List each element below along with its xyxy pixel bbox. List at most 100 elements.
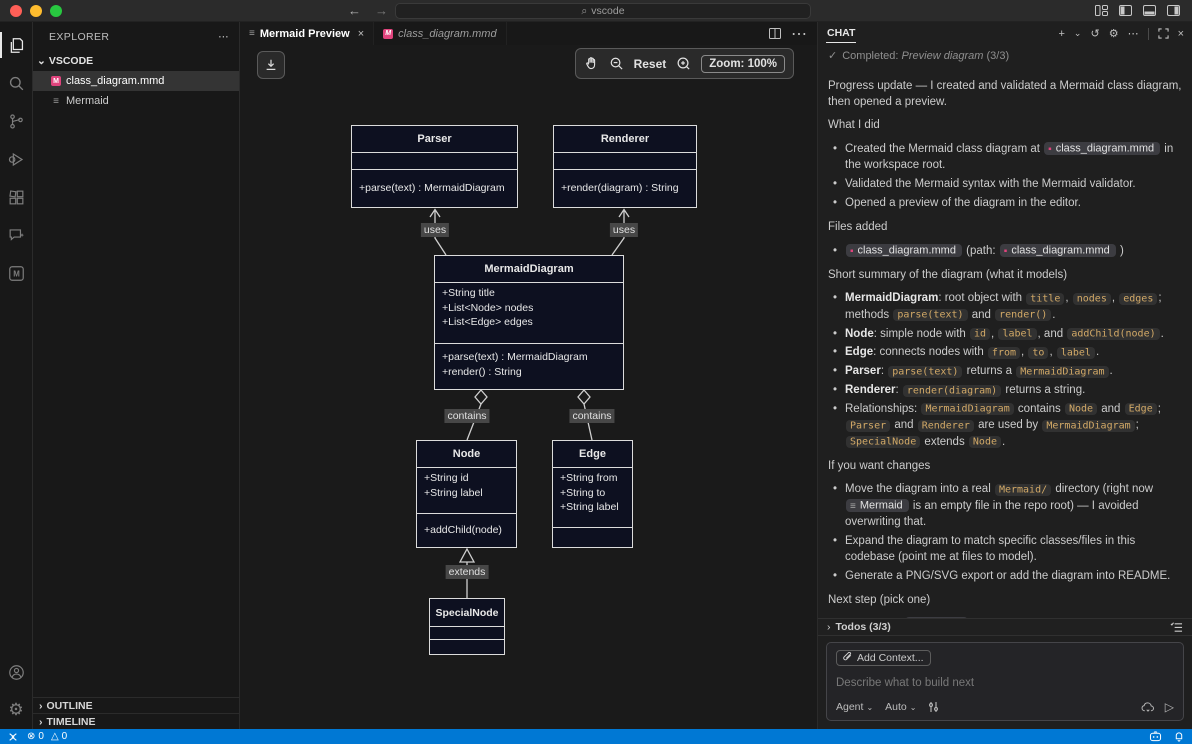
file-item-mermaid[interactable]: ≡ Mermaid [33, 91, 239, 111]
chevron-right-icon: › [827, 621, 831, 633]
search-text: vscode [591, 5, 624, 17]
close-panel-icon[interactable]: × [1178, 28, 1184, 40]
checklist-icon[interactable] [1170, 621, 1183, 633]
chevron-right-icon: › [39, 700, 43, 712]
class-box-node[interactable]: Node +String id +String label +addChild(… [416, 440, 517, 548]
chat-tab[interactable]: CHAT [826, 24, 856, 43]
chat-heading: Next step (pick one) [828, 592, 1182, 608]
file-item-class-diagram[interactable]: class_diagram.mmd [33, 71, 239, 91]
model-dropdown[interactable]: Auto ⌄ [885, 701, 916, 713]
title-bar: ← → ⌕ vscode ⌄ [0, 0, 1192, 22]
close-window-button[interactable] [10, 5, 22, 17]
extensions-icon[interactable] [0, 178, 33, 216]
list-item: Parser: parse(text) returns a MermaidDia… [828, 363, 1182, 379]
chevron-down-icon: ⌄ [910, 703, 917, 712]
chat-history-icon[interactable]: ↺ [1090, 27, 1099, 40]
class-box-parser[interactable]: Parser +parse(text) : MermaidDiagram [351, 125, 518, 208]
explorer-more-icon[interactable]: ⋯ [218, 31, 229, 43]
chat-message-list[interactable]: ✓ Completed: Preview diagram (3/3) Progr… [818, 45, 1192, 618]
chat-panel-header: CHAT + ⌄ ↺ ⚙ ⋯ × [818, 22, 1192, 45]
minimize-window-button[interactable] [30, 5, 42, 17]
class-box-specialnode[interactable]: SpecialNode [429, 598, 505, 655]
class-box-edge[interactable]: Edge +String from +String to +String lab… [552, 440, 633, 548]
chat-heading: Short summary of the diagram (what it mo… [828, 267, 1182, 283]
nav-forward-icon[interactable]: → [375, 3, 388, 18]
list-item: Node: simple node with id, label, and ad… [828, 326, 1182, 342]
settings-gear-icon[interactable]: ⚙ [0, 691, 33, 729]
add-context-button[interactable]: Add Context... [836, 650, 931, 666]
explorer-title: EXPLORER [49, 31, 109, 43]
search-sidebar-icon[interactable] [0, 64, 33, 102]
list-item: Generate a PNG/SVG export or add the dia… [828, 568, 1182, 584]
editor-group: ≡ Mermaid Preview × class_diagram.mmd ⋯ [240, 22, 818, 729]
class-box-renderer[interactable]: Renderer +render(diagram) : String [553, 125, 697, 208]
editor-more-icon[interactable]: ⋯ [791, 24, 807, 44]
explorer-icon[interactable] [0, 26, 33, 64]
close-tab-icon[interactable]: × [358, 28, 364, 40]
class-box-mermaiddiagram[interactable]: MermaidDiagram +String title +List<Node>… [434, 255, 624, 390]
list-item: Move the diagram into a real Mermaid/ di… [828, 481, 1182, 530]
file-icon: ≡ [51, 96, 61, 107]
workspace-section-vscode[interactable]: ⌄ VSCODE [33, 51, 239, 71]
chat-bullet-list: Move the diagram into a real Mermaid/ di… [828, 481, 1182, 584]
chat-sidebar-icon[interactable] [0, 216, 33, 254]
chat-heading: Files added [828, 219, 1182, 235]
chat-settings-gear-icon[interactable]: ⚙ [1109, 27, 1119, 40]
chat-bullet-list: MermaidDiagram: root object with title, … [828, 290, 1182, 449]
search-icon: ⌕ [581, 5, 587, 18]
list-item: MermaidDiagram: root object with title, … [828, 290, 1182, 323]
timeline-section[interactable]: › TIMELINE [33, 713, 239, 729]
toggle-secondary-sidebar-icon[interactable] [1167, 5, 1180, 16]
remote-indicator-icon[interactable] [8, 732, 18, 742]
send-icon[interactable]: ▷ [1165, 700, 1174, 714]
mermaid-extension-icon[interactable]: M [0, 254, 33, 292]
voice-input-icon[interactable] [1141, 702, 1155, 713]
toggle-primary-sidebar-icon[interactable] [1119, 5, 1132, 16]
warnings-icon: △ [51, 731, 59, 742]
tools-icon[interactable] [928, 701, 939, 713]
editor-layout-icon[interactable] [1095, 5, 1108, 16]
accounts-icon[interactable] [0, 653, 33, 691]
maximize-panel-icon[interactable] [1158, 28, 1169, 39]
tab-class-diagram[interactable]: class_diagram.mmd [374, 22, 506, 45]
list-item: I can move Mermaid aside and place the d… [828, 616, 1182, 618]
window-controls [0, 5, 70, 17]
chat-input-placeholder[interactable]: Describe what to build next [836, 677, 1174, 689]
chat-bullet-list: class_diagram.mmd (path: class_diagram.m… [828, 243, 1182, 260]
new-chat-icon[interactable]: + [1058, 28, 1064, 40]
tab-mermaid-preview[interactable]: ≡ Mermaid Preview × [240, 22, 374, 45]
problems-status[interactable]: ⊗ 0 △ 0 [27, 731, 67, 742]
list-item: Created the Mermaid class diagram at cla… [828, 141, 1182, 174]
svg-text:M: M [13, 269, 20, 278]
run-debug-icon[interactable] [0, 140, 33, 178]
todos-section[interactable]: › Todos (3/3) [818, 618, 1192, 636]
toggle-panel-icon[interactable] [1143, 5, 1156, 16]
chat-heading: If you want changes [828, 458, 1182, 474]
editor-tab-bar: ≡ Mermaid Preview × class_diagram.mmd ⋯ [240, 22, 817, 45]
copilot-status-icon[interactable] [1149, 731, 1162, 742]
relation-label-extends: extends [446, 565, 489, 579]
chat-more-icon[interactable]: ⋯ [1128, 27, 1139, 40]
command-center-search[interactable]: ⌕ vscode [395, 3, 811, 19]
activity-bar: M ⚙ [0, 22, 33, 729]
chat-bullet-list: I can move Mermaid aside and place the d… [828, 616, 1182, 618]
nav-back-icon[interactable]: ← [348, 3, 361, 18]
mermaid-file-icon [383, 29, 393, 39]
mermaid-preview-canvas[interactable]: Reset Zoom: 100% [240, 45, 817, 729]
chevron-down-icon: ⌄ [866, 703, 873, 712]
agent-mode-dropdown[interactable]: Agent ⌄ [836, 701, 873, 713]
outline-section[interactable]: › OUTLINE [33, 697, 239, 713]
chat-input-area: Add Context... Describe what to build ne… [818, 636, 1192, 730]
source-control-icon[interactable] [0, 102, 33, 140]
split-editor-icon[interactable] [769, 28, 781, 39]
task-completed-status[interactable]: ✓ Completed: Preview diagram (3/3) [828, 47, 1182, 71]
maximize-window-button[interactable] [50, 5, 62, 17]
status-bar: ⊗ 0 △ 0 [0, 729, 1192, 744]
notifications-bell-icon[interactable] [1174, 731, 1184, 742]
new-chat-dropdown-icon[interactable]: ⌄ [1074, 28, 1082, 39]
errors-icon: ⊗ [27, 731, 35, 742]
chat-panel: CHAT + ⌄ ↺ ⚙ ⋯ × ✓ Completed: Pr [818, 22, 1192, 729]
list-item: Edge: connects nodes with from, to, labe… [828, 344, 1182, 360]
chat-input-box[interactable]: Add Context... Describe what to build ne… [826, 642, 1184, 722]
chat-heading: What I did [828, 117, 1182, 133]
